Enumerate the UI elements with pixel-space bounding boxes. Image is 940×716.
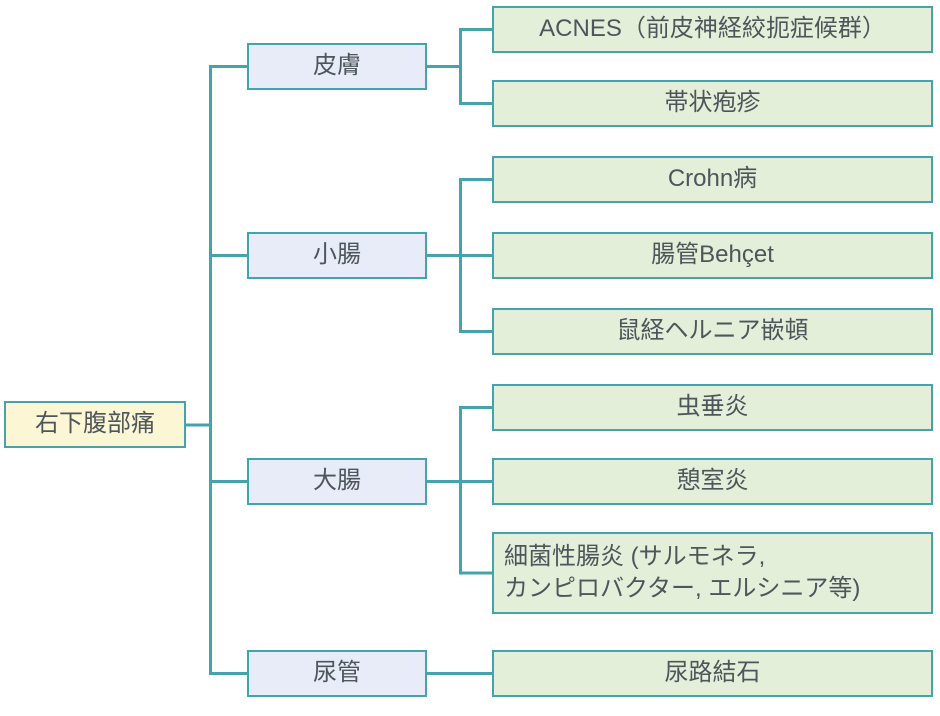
leaf-herpes-zoster: 帯状疱疹 bbox=[492, 80, 933, 127]
leaf-bacterial-enteritis: 細菌性腸炎 (サルモネラ, カンピロバクター, エルシニア等) bbox=[492, 532, 933, 614]
root-node-right-lower-abdominal-pain: 右下腹部痛 bbox=[4, 401, 186, 448]
leaf-inguinal-hernia-incarceration: 鼠経ヘルニア嵌頓 bbox=[492, 308, 933, 355]
leaf-diverticulitis: 憩室炎 bbox=[492, 458, 933, 505]
leaf-intestinal-behcet: 腸管Behçet bbox=[492, 232, 933, 279]
leaf-urolithiasis: 尿路結石 bbox=[492, 650, 933, 697]
leaf-crohn-disease: Crohn病 bbox=[492, 156, 933, 203]
branch-small-intestine: 小腸 bbox=[247, 232, 427, 279]
branch-large-intestine: 大腸 bbox=[247, 458, 427, 505]
leaf-acnes: ACNES（前皮神経絞扼症候群） bbox=[492, 6, 933, 53]
branch-ureter: 尿管 bbox=[247, 650, 427, 697]
branch-skin: 皮膚 bbox=[247, 43, 427, 90]
leaf-appendicitis: 虫垂炎 bbox=[492, 384, 933, 431]
